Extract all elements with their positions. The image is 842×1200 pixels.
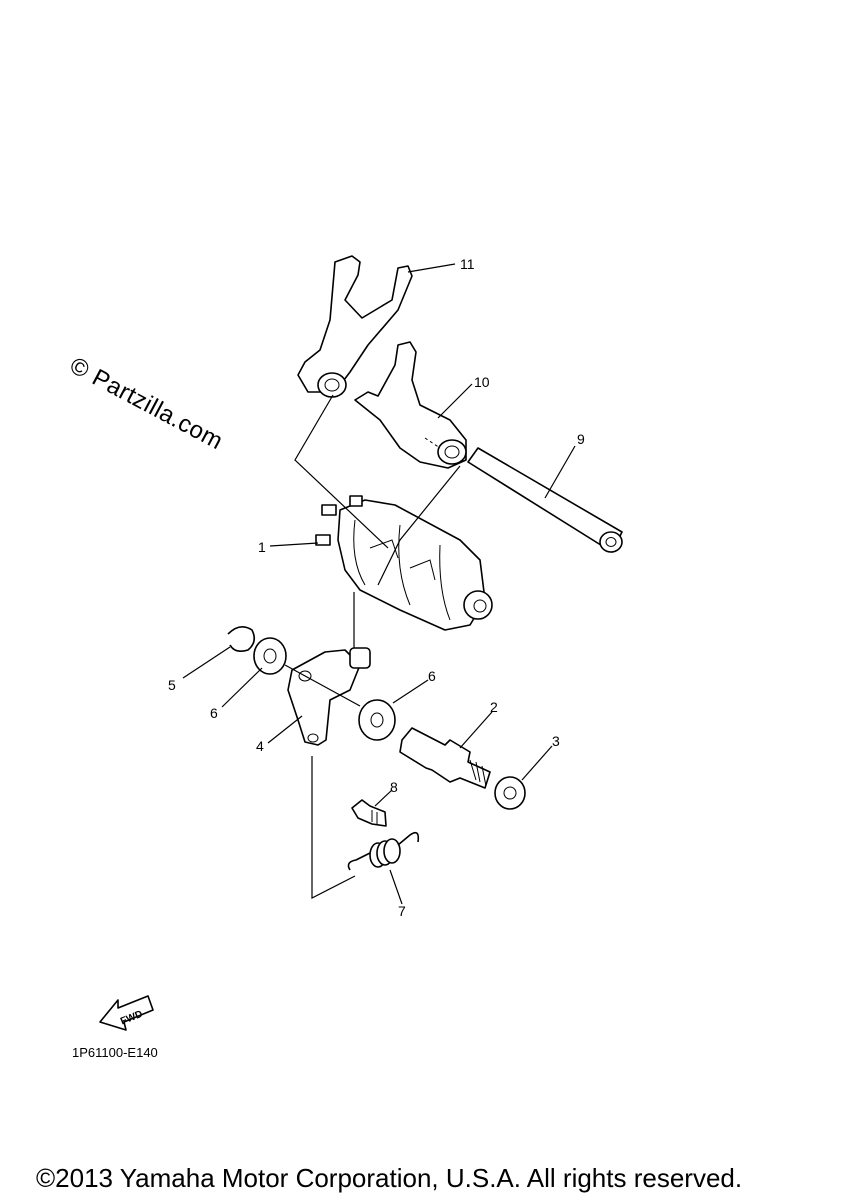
- guide-bar-9[interactable]: [467, 447, 623, 553]
- washer-3[interactable]: [494, 776, 526, 810]
- fwd-arrow-icon: FWD: [99, 995, 154, 1031]
- callout-6-right: 6: [428, 668, 436, 684]
- assembly-lines: [284, 394, 461, 899]
- copyright-notice: ©2013 Yamaha Motor Corporation, U.S.A. A…: [36, 1163, 743, 1193]
- callout-6-left: 6: [210, 705, 218, 721]
- callout-11: 11: [460, 256, 475, 272]
- washer-6-left[interactable]: [253, 637, 287, 675]
- spring-7[interactable]: [347, 831, 420, 871]
- shift-drum-1[interactable]: [315, 495, 493, 631]
- washer-6-right[interactable]: [358, 699, 396, 741]
- callout-1: 1: [258, 539, 266, 555]
- shift-fork-10[interactable]: [354, 341, 467, 469]
- callout-8: 8: [390, 779, 398, 795]
- bolt-2[interactable]: [399, 727, 491, 789]
- leader-lines: [182, 263, 576, 905]
- callout-4: 4: [256, 738, 264, 754]
- callout-2: 2: [490, 699, 498, 715]
- callout-5: 5: [168, 677, 176, 693]
- shift-fork-11[interactable]: [297, 255, 413, 398]
- diagram-code: 1P61100-E140: [72, 1045, 158, 1060]
- callout-labels: 11 10 9 1 5 6 6 4 2 3 8 7: [168, 256, 585, 919]
- callout-3: 3: [552, 733, 560, 749]
- circlip-5[interactable]: [227, 626, 256, 652]
- callout-10: 10: [474, 374, 490, 390]
- bolt-8[interactable]: [351, 799, 387, 827]
- callout-7: 7: [398, 903, 406, 919]
- callout-9: 9: [577, 431, 585, 447]
- stopper-lever-4[interactable]: [287, 647, 371, 746]
